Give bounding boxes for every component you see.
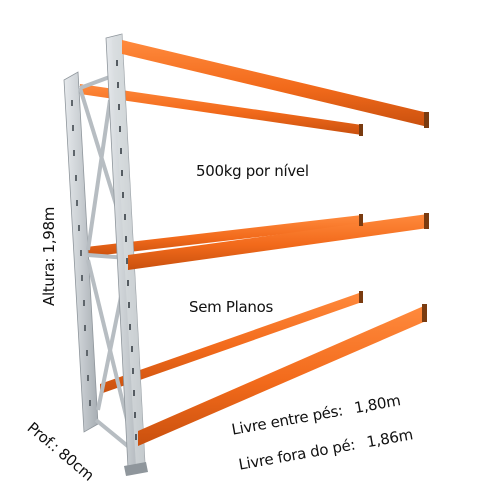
beam-back-middle-end [359,214,363,226]
height-label: Altura: 1,98m [40,206,58,306]
beam-front-middle [128,214,428,270]
front-upright-frame [105,33,148,476]
front-beams [122,40,429,446]
beam-back-middle [86,215,362,257]
beam-back-top [80,84,362,135]
beam-front-top [122,40,428,127]
beam-back-bottom [100,292,362,394]
front-upright-face [112,34,145,468]
front-upright-slots [116,60,137,440]
front-upright-foot [124,462,148,476]
no-shelves-label: Sem Planos [189,298,274,316]
beam-front-bottom [138,305,426,446]
beam-back-top-end [359,124,363,136]
back-beams [80,84,362,394]
beam-front-top-end [424,112,429,128]
rear-upright-slots [71,100,91,406]
beam-front-middle-end [424,213,429,229]
capacity-label: 500kg por nível [196,162,309,180]
beam-front-bottom-end [422,304,427,322]
beam-back-bottom-end [359,291,363,303]
